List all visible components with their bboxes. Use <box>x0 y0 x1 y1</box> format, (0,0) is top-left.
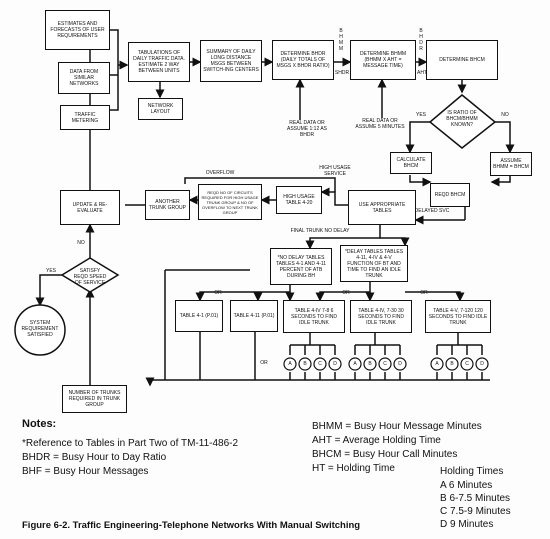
letter-d-1: D <box>333 361 337 367</box>
box-calculate-bhcm: Calculate BHCM <box>390 152 432 174</box>
letter-b-3: B <box>450 361 454 367</box>
box-delay-tables: *Delay tables Tables 4-11, 4-IV & 4-V fu… <box>340 245 408 282</box>
box-summary-daily: Summary of daily long distance msgs betw… <box>200 40 262 82</box>
label-bhdr-vertical: BHDR <box>419 28 423 52</box>
box-reqd-number-circuits: Reqd no of circuits required for high us… <box>198 184 262 220</box>
box-number-trunks: Number of trunks required in trunk group <box>62 385 127 413</box>
box-determine-bhmm: Determine BHMM (BHMM x AHT = message tim… <box>350 40 416 80</box>
box-table-4-iv-30: Table 4-IV, 7-30 30 seconds to find idle… <box>350 300 412 333</box>
label-real-data-aht: Real data or assume 5 minutes <box>355 118 405 130</box>
box-update-reevaluate: Update & re-evaluate <box>60 190 120 225</box>
box-another-trunk: Another trunk group <box>145 190 190 220</box>
label-aht: AHT <box>417 70 427 76</box>
label-satisfy-diamond: Satisfy reqd speed of service <box>73 268 107 286</box>
letter-a-1: A <box>288 361 292 367</box>
holding-item-c: C 7.5-9 Minutes <box>440 506 511 517</box>
box-table-4-11: Table 4-11 (P.01) <box>230 300 278 332</box>
letter-b-1: B <box>303 361 307 367</box>
system-circle-shape <box>14 304 66 356</box>
box-table-4-1: Table 4-1 (P.01) <box>175 300 223 332</box>
letter-c-2: C <box>383 361 387 367</box>
letter-d-3: D <box>480 361 484 367</box>
letter-b-2: B <box>368 361 372 367</box>
box-determine-bhdr: Determine BHDR (daily totals of msgs x B… <box>272 40 334 80</box>
note-right-2: AHT = Average Holding Time <box>312 435 441 446</box>
label-yes-ratio: YES <box>415 112 426 118</box>
box-use-tables: Use appropriate tables <box>348 190 416 225</box>
box-assume-bhmm: Assume BHMM = BHCM <box>490 152 532 176</box>
holding-item-a: A 6 Minutes <box>440 480 493 491</box>
letter-c-1: C <box>318 361 322 367</box>
satisfy-diamond-shape <box>60 257 120 293</box>
figure-caption: Figure 6-2. Traffic Engineering-Telephon… <box>22 520 361 531</box>
box-table-4-v-120: Table 4-V, 7-120 120 seconds to find idl… <box>425 300 491 333</box>
box-data-similar: Data from similar networks <box>58 62 110 94</box>
label-shdr: SHDR <box>334 70 350 76</box>
label-real-data-bhdr: Real data or assume 1:12 as BHDR <box>286 120 328 138</box>
box-estimates: Estimates and forecasts of user requirem… <box>45 10 110 50</box>
letter-a-3: A <box>435 361 439 367</box>
label-bhmm-vertical: BHMM <box>338 28 344 52</box>
note-right-3: BHCM = Busy Hour Call Minutes <box>312 449 458 460</box>
note-line-3: BHF = Busy Hour Messages <box>22 466 149 477</box>
label-system-satisfied: System requirement satisfied <box>21 320 59 338</box>
box-high-usage-table: High usage table 4-20 <box>276 186 322 214</box>
label-no-ratio: NO <box>501 112 509 118</box>
box-determine-bhcm: Determine BHCM <box>426 40 498 80</box>
note-line-1: *Reference to Tables in Part Two of TM-1… <box>22 438 239 449</box>
holding-title: Holding Times <box>440 466 504 477</box>
holding-item-d: D 9 Minutes <box>440 519 494 530</box>
note-right-4: HT = Holding Time <box>312 463 395 474</box>
letter-d-2: D <box>398 361 402 367</box>
letter-c-3: C <box>465 361 469 367</box>
box-network-layout: Network layout <box>138 98 183 120</box>
label-or-2: OR <box>342 290 350 296</box>
label-final-trunk-no-delay: FINAL TRUNK NO DELAY <box>290 228 350 234</box>
box-traffic-metering: Traffic metering <box>60 105 110 130</box>
label-ratio-diamond: Is ratio of BHCM/BHMM known? <box>446 110 478 128</box>
box-reqd-bhcm: REQD BHCM <box>430 183 470 207</box>
box-tabulations: Tabulations of daily traffic data. Estim… <box>128 42 190 82</box>
notes-heading: Notes: <box>22 418 57 430</box>
box-table-4-iv-6: Table 4-IV 7-8 6 seconds to find idle tr… <box>283 300 345 333</box>
box-no-delay-tables: *No delay tables Tables 4-1 and 4-11 per… <box>270 248 332 285</box>
label-delayed-svc: DELAYED SVC <box>414 208 450 214</box>
label-or-3: OR <box>420 290 428 296</box>
holding-item-b: B 6-7.5 Minutes <box>440 493 511 504</box>
label-or-1: OR <box>214 290 222 296</box>
label-overflow: OVERFLOW <box>205 170 235 176</box>
label-high-usage-service: HIGH USAGE SERVICE <box>319 165 351 177</box>
label-or-4: OR <box>260 360 268 366</box>
note-line-2: BHDR = Busy Hour to Day Ratio <box>22 452 167 463</box>
letter-a-2: A <box>353 361 357 367</box>
note-right-1: BHMM = Busy Hour Message Minutes <box>312 421 482 432</box>
label-yes-satisfy: YES <box>45 268 56 274</box>
label-no-satisfy: NO <box>77 240 85 246</box>
ratio-diamond-shape <box>428 94 497 149</box>
